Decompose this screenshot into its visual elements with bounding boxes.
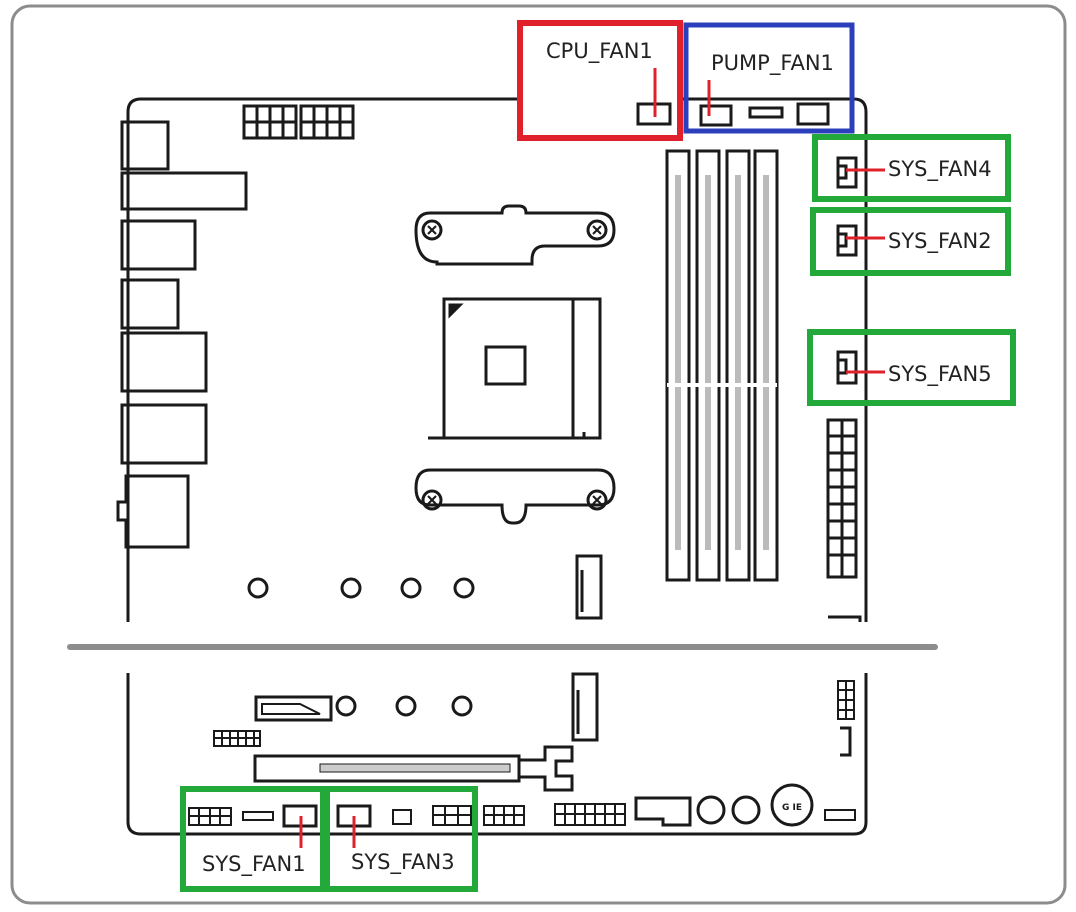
outer-frame xyxy=(10,4,1067,905)
fan-header xyxy=(796,102,830,126)
cpu-fan1-label: CPU_FAN1 xyxy=(546,39,653,64)
io-port xyxy=(120,171,248,211)
sys-fan1-label: SYS_FAN1 xyxy=(202,852,306,877)
cpu-power-connectors xyxy=(242,104,355,140)
pump-fan1-label: PUMP_FAN1 xyxy=(711,51,834,76)
io-port xyxy=(116,474,190,549)
io-port xyxy=(120,403,208,465)
sys-fan2-label: SYS_FAN2 xyxy=(888,229,992,254)
cpu-retention-bracket-bottom xyxy=(414,468,616,525)
sys-fan2-highlight xyxy=(810,207,1011,276)
sys-fan4-highlight xyxy=(812,134,1011,202)
sys-fan5-highlight xyxy=(807,329,1016,406)
sys-fan4-label: SYS_FAN4 xyxy=(888,157,992,182)
io-port xyxy=(120,219,197,271)
dimm-slots xyxy=(665,149,779,582)
side-fan-headers xyxy=(836,156,858,385)
cpu-fan1-highlight xyxy=(517,20,683,141)
bottom-headers xyxy=(188,783,856,828)
sys-fan1-highlight xyxy=(180,786,326,892)
pcie-x16-slot xyxy=(253,745,574,792)
mounting-holes xyxy=(247,577,475,717)
sys-fan5-label: SYS_FAN5 xyxy=(888,362,992,387)
rear-io-ports xyxy=(116,120,248,549)
pump-fan1-header xyxy=(699,104,733,127)
io-port xyxy=(120,331,208,393)
cpu-socket xyxy=(428,297,602,440)
pcie-x1-slot xyxy=(254,695,333,722)
m2-slots xyxy=(571,554,603,742)
atx-power-connector xyxy=(826,418,862,622)
sys-fan4-header xyxy=(836,156,858,189)
board-outline-lower xyxy=(126,673,868,836)
genie-label: G IE xyxy=(782,803,802,813)
fan-header xyxy=(748,106,784,119)
top-fan-headers xyxy=(636,102,830,127)
sys-fan3-label: SYS_FAN3 xyxy=(351,850,455,875)
side-small-headers xyxy=(837,680,855,757)
pump-fan1-highlight xyxy=(683,22,855,134)
sys-fan5-header xyxy=(836,350,858,385)
io-port xyxy=(120,278,180,330)
pointer-lines xyxy=(299,68,885,848)
io-port xyxy=(120,120,170,171)
cpu-retention-bracket-top xyxy=(414,204,616,266)
sys-fan3-highlight xyxy=(324,786,478,892)
sys-fan2-header xyxy=(836,224,858,257)
tpm-header xyxy=(213,730,261,747)
